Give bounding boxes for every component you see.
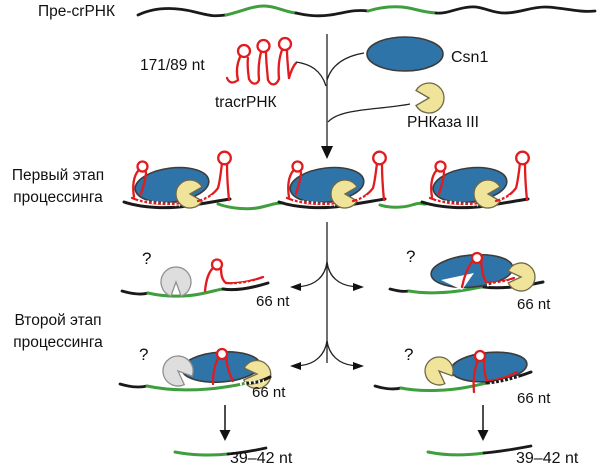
- stage2-label-line2: процессинга: [13, 334, 103, 351]
- processing-complex-3: [420, 150, 531, 210]
- first-stage-row: [122, 150, 531, 211]
- tracrrna-name-label: tracrРНК: [215, 94, 277, 111]
- question-mark-top-right: ?: [406, 247, 416, 266]
- question-mark-bottom-right: ?: [404, 345, 414, 364]
- rnase3-icon: [415, 82, 445, 114]
- processing-complex-1: [122, 150, 233, 210]
- question-mark-bottom-left: ?: [139, 345, 149, 364]
- stage1-label: Первый этап процессинга: [0, 165, 116, 209]
- final-arrow-left: [219, 405, 231, 441]
- branch-arrows: [290, 222, 364, 370]
- tracrrna-length-label: 171/89 nt: [140, 57, 205, 74]
- csn1-icon: [366, 36, 444, 72]
- stage1-label-line1: Первый этап: [11, 167, 105, 184]
- complex-bottom-right: [373, 349, 533, 394]
- pre-crrna-label: Пре-crРНК: [38, 3, 116, 20]
- complex-bottom-left: [118, 347, 272, 392]
- stage1-label-line2: процессинга: [13, 189, 103, 206]
- product-strand-left: [173, 446, 268, 457]
- funnel-arrow: [295, 34, 411, 159]
- product-length-left: 39–42 nt: [230, 450, 293, 467]
- processing-complex-2: [277, 150, 388, 210]
- rnase3-label: РНКаза III: [407, 114, 479, 131]
- tracrrna-icon: [225, 36, 298, 86]
- pre-crrna-strand: [136, 4, 597, 18]
- length-label-top-left: 66 nt: [256, 293, 290, 310]
- stage2-label-line1: Второй этап: [14, 312, 102, 329]
- length-label-bottom-right: 66 nt: [517, 390, 551, 407]
- length-label-top-right: 66 nt: [517, 296, 551, 313]
- product-strand-right: [426, 444, 533, 457]
- length-label-bottom-left: 66 nt: [252, 384, 286, 401]
- question-mark-top-left: ?: [142, 249, 152, 268]
- intermediate-top-left: [120, 258, 270, 298]
- final-arrow-right: [477, 405, 489, 441]
- csn1-label: Csn1: [451, 49, 489, 66]
- stage2-label: Второй этап процессинга: [0, 310, 116, 354]
- intermediate-top-right: [388, 251, 545, 295]
- product-length-right: 39–42 nt: [516, 450, 579, 467]
